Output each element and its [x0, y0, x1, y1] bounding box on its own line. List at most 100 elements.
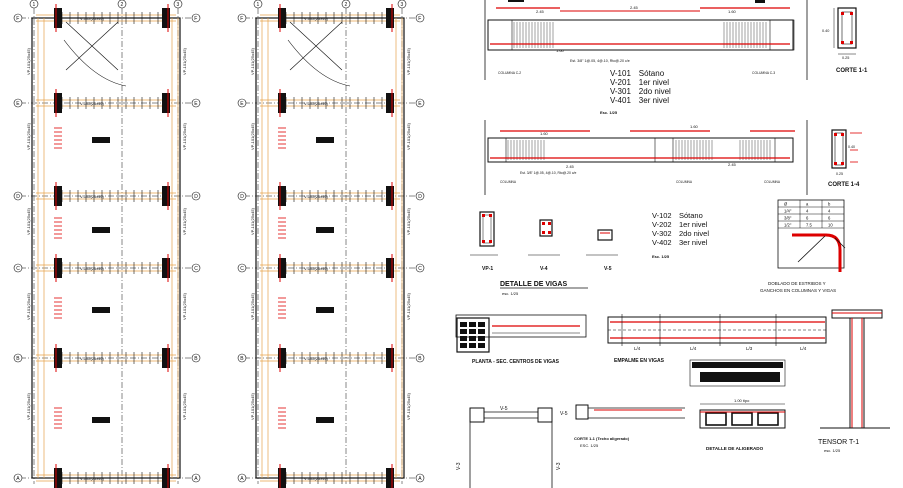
- beam2-stirrups: Est. 3/8" 1@.05, 4@.10, Rto@.20 c/e: [520, 171, 577, 175]
- empalme-span-label: L/4: [634, 346, 641, 351]
- beam2-columna-right: COLUMNA: [764, 180, 781, 184]
- vigas-level-code: V-102: [652, 211, 672, 220]
- plan1-beam-label: V-102(25x40): [80, 194, 105, 199]
- beam2-dim-1: 1.60: [540, 131, 549, 136]
- section-corte-1-4: 0.40 0.25 CORTE 1-4: [828, 129, 862, 188]
- plan1-beam-label: V-102(25x40): [80, 356, 105, 361]
- plan1-side-label-left: VP-101(25x45): [26, 47, 31, 75]
- beam1-dim-1: 2.45: [536, 9, 545, 14]
- plan1-col-bubble-1: 1: [33, 2, 36, 8]
- plan2-beam-label: V-102(25x40): [304, 194, 329, 199]
- plan2-side-label-right: VP-101(25x45): [406, 292, 411, 320]
- plan1-side-label-right: VP-101(25x45): [182, 122, 187, 150]
- plan2-side-label-right: VP-101(25x45): [406, 122, 411, 150]
- plan2-row-bubble-C-right: C: [418, 266, 422, 272]
- plan2-side-label-right: VP-101(25x45): [406, 392, 411, 420]
- beam1-level-code: V-101: [610, 69, 631, 78]
- doblado-title-1: DOBLADO DE ESTRIBOS Y: [768, 281, 826, 286]
- plan1-col-bubble-2: 2: [121, 2, 124, 8]
- doblado-cell: 1/4": [784, 209, 792, 214]
- bottom-v3-left: V-3: [456, 462, 462, 470]
- plan2-beam-label: V-102(25x40): [304, 101, 329, 106]
- planta-label: PLANTA - SEC. CENTROS DE VIGAS: [472, 359, 560, 365]
- beam2-dim-4: 2.45: [728, 162, 737, 167]
- plan1-col-bubble-3: 3: [177, 2, 180, 8]
- bottom-corte: CORTE 1-1 (Techo aligerado): [574, 436, 630, 441]
- vigas-level-code: V-202: [652, 220, 672, 229]
- vigas-level-name: 3er nivel: [679, 238, 708, 247]
- doblado-header: Ø: [784, 202, 788, 207]
- corte14-dim-h: 0.40: [848, 145, 855, 149]
- bottom-v3-right: V-3: [556, 462, 562, 470]
- section-vp1: VP-1: [482, 266, 493, 272]
- beam-elevation-1: 2.45 2.45 1.60 1.60 Est. 3/8" 1@.05, 4@.…: [484, 0, 808, 115]
- plan2-row-bubble-E-left: E: [240, 101, 244, 107]
- beam1-level-name: 2do nivel: [639, 87, 671, 96]
- plan1-side-label-left: VP-101(25x45): [26, 292, 31, 320]
- beam-elevation-2: 1.60 1.60 2.45 2.45 Est. 3/8" 1@.05, 4@.…: [484, 120, 808, 195]
- beam2-columna-mid: COLUMNA: [676, 180, 693, 184]
- plan1-beam-label: V-102(25x40): [80, 101, 105, 106]
- corte11-title: CORTE 1-1: [836, 68, 868, 74]
- bottom-corte-scale: ESC. 1/25: [580, 443, 599, 448]
- beam1-columna-left: COLUMNA C-2: [498, 71, 521, 75]
- doblado-cell: 4: [828, 209, 831, 214]
- empalme-span-label: L/4: [800, 346, 807, 351]
- empalme-label: EMPALME EN VIGAS: [614, 358, 665, 364]
- beam1-level-name: 3er nivel: [639, 96, 669, 105]
- vigas-level-name: 2do nivel: [679, 229, 709, 238]
- beam1-dim-2: 2.45: [630, 5, 639, 10]
- doblado-title-2: GANCHOS EN COLUMNAS Y VIGAS: [760, 288, 836, 293]
- beam2-dim-3: 2.45: [566, 164, 575, 169]
- plan2-side-label-right: VP-101(25x45): [406, 47, 411, 75]
- vigas-level-name: 1er nivel: [679, 220, 708, 229]
- vigas-level-name: Sótano: [679, 211, 703, 220]
- plan2-beam-label: V-102(25x40): [304, 266, 329, 271]
- beam1-level-name: Sótano: [639, 69, 665, 78]
- empalme-span-label: L/3: [746, 346, 753, 351]
- plan2-side-label-right: VP-101(25x45): [406, 207, 411, 235]
- plan1-side-label-left: VP-101(25x45): [26, 122, 31, 150]
- plan2-side-label-left: VP-101(25x45): [250, 47, 255, 75]
- plan1-row-bubble-E-right: E: [194, 101, 198, 107]
- plan2-row-bubble-F-left: F: [240, 16, 243, 22]
- aligerado-label: DETALLE DE ALIGERADO: [706, 446, 764, 451]
- vigas-levels-scale: Esc. 1/25: [652, 254, 670, 259]
- corte14-dim-w: 0.25: [836, 172, 843, 176]
- plan2-row-bubble-C-left: C: [240, 266, 244, 272]
- plan1-row-bubble-C-left: C: [16, 266, 20, 272]
- section-corte-1-1: 0.40 0.25 CORTE 1-1: [822, 7, 868, 74]
- vigas-level-code: V-402: [652, 238, 672, 247]
- plan2-row-bubble-F-right: F: [418, 16, 421, 22]
- plan2-beam-label: V-102(25x40): [304, 356, 329, 361]
- doblado-cell: 1/2": [784, 223, 792, 228]
- plan1-row-bubble-D-left: D: [16, 194, 20, 200]
- doblado-header: a: [806, 202, 809, 207]
- beam2-dim-2: 1.60: [690, 124, 699, 129]
- tensor-subtitle: esc. 1/25: [824, 448, 841, 453]
- doblado-cell: 7.5: [806, 223, 812, 228]
- doblado-cell: 6: [806, 216, 809, 221]
- plan1-side-label-right: VP-101(25x45): [182, 47, 187, 75]
- detalle-scale: esc. 1/25: [502, 291, 519, 296]
- detalle-title: DETALLE DE VIGAS: [500, 281, 567, 288]
- doblado-cell: 4: [806, 209, 809, 214]
- doblado-header: b: [828, 202, 831, 207]
- empalme-span-label: L/4: [690, 346, 697, 351]
- doblado-cell: 3/8": [784, 216, 792, 221]
- aligerado-dim: 1.00 tipo: [734, 398, 750, 403]
- bottom-v5-mid: V-5: [560, 411, 568, 417]
- beam2-columna-left: COLUMNA: [500, 180, 517, 184]
- plan2-row-bubble-E-right: E: [418, 101, 422, 107]
- plan2-beam-label: V-102(25x40): [304, 476, 329, 481]
- tensor-title: TENSOR T-1: [818, 439, 859, 446]
- plan1-side-label-left: VP-101(25x45): [26, 207, 31, 235]
- plan1-side-label-right: VP-101(25x45): [182, 292, 187, 320]
- plan1-row-bubble-F-right: F: [194, 16, 197, 22]
- plan2-row-bubble-D-left: D: [240, 194, 244, 200]
